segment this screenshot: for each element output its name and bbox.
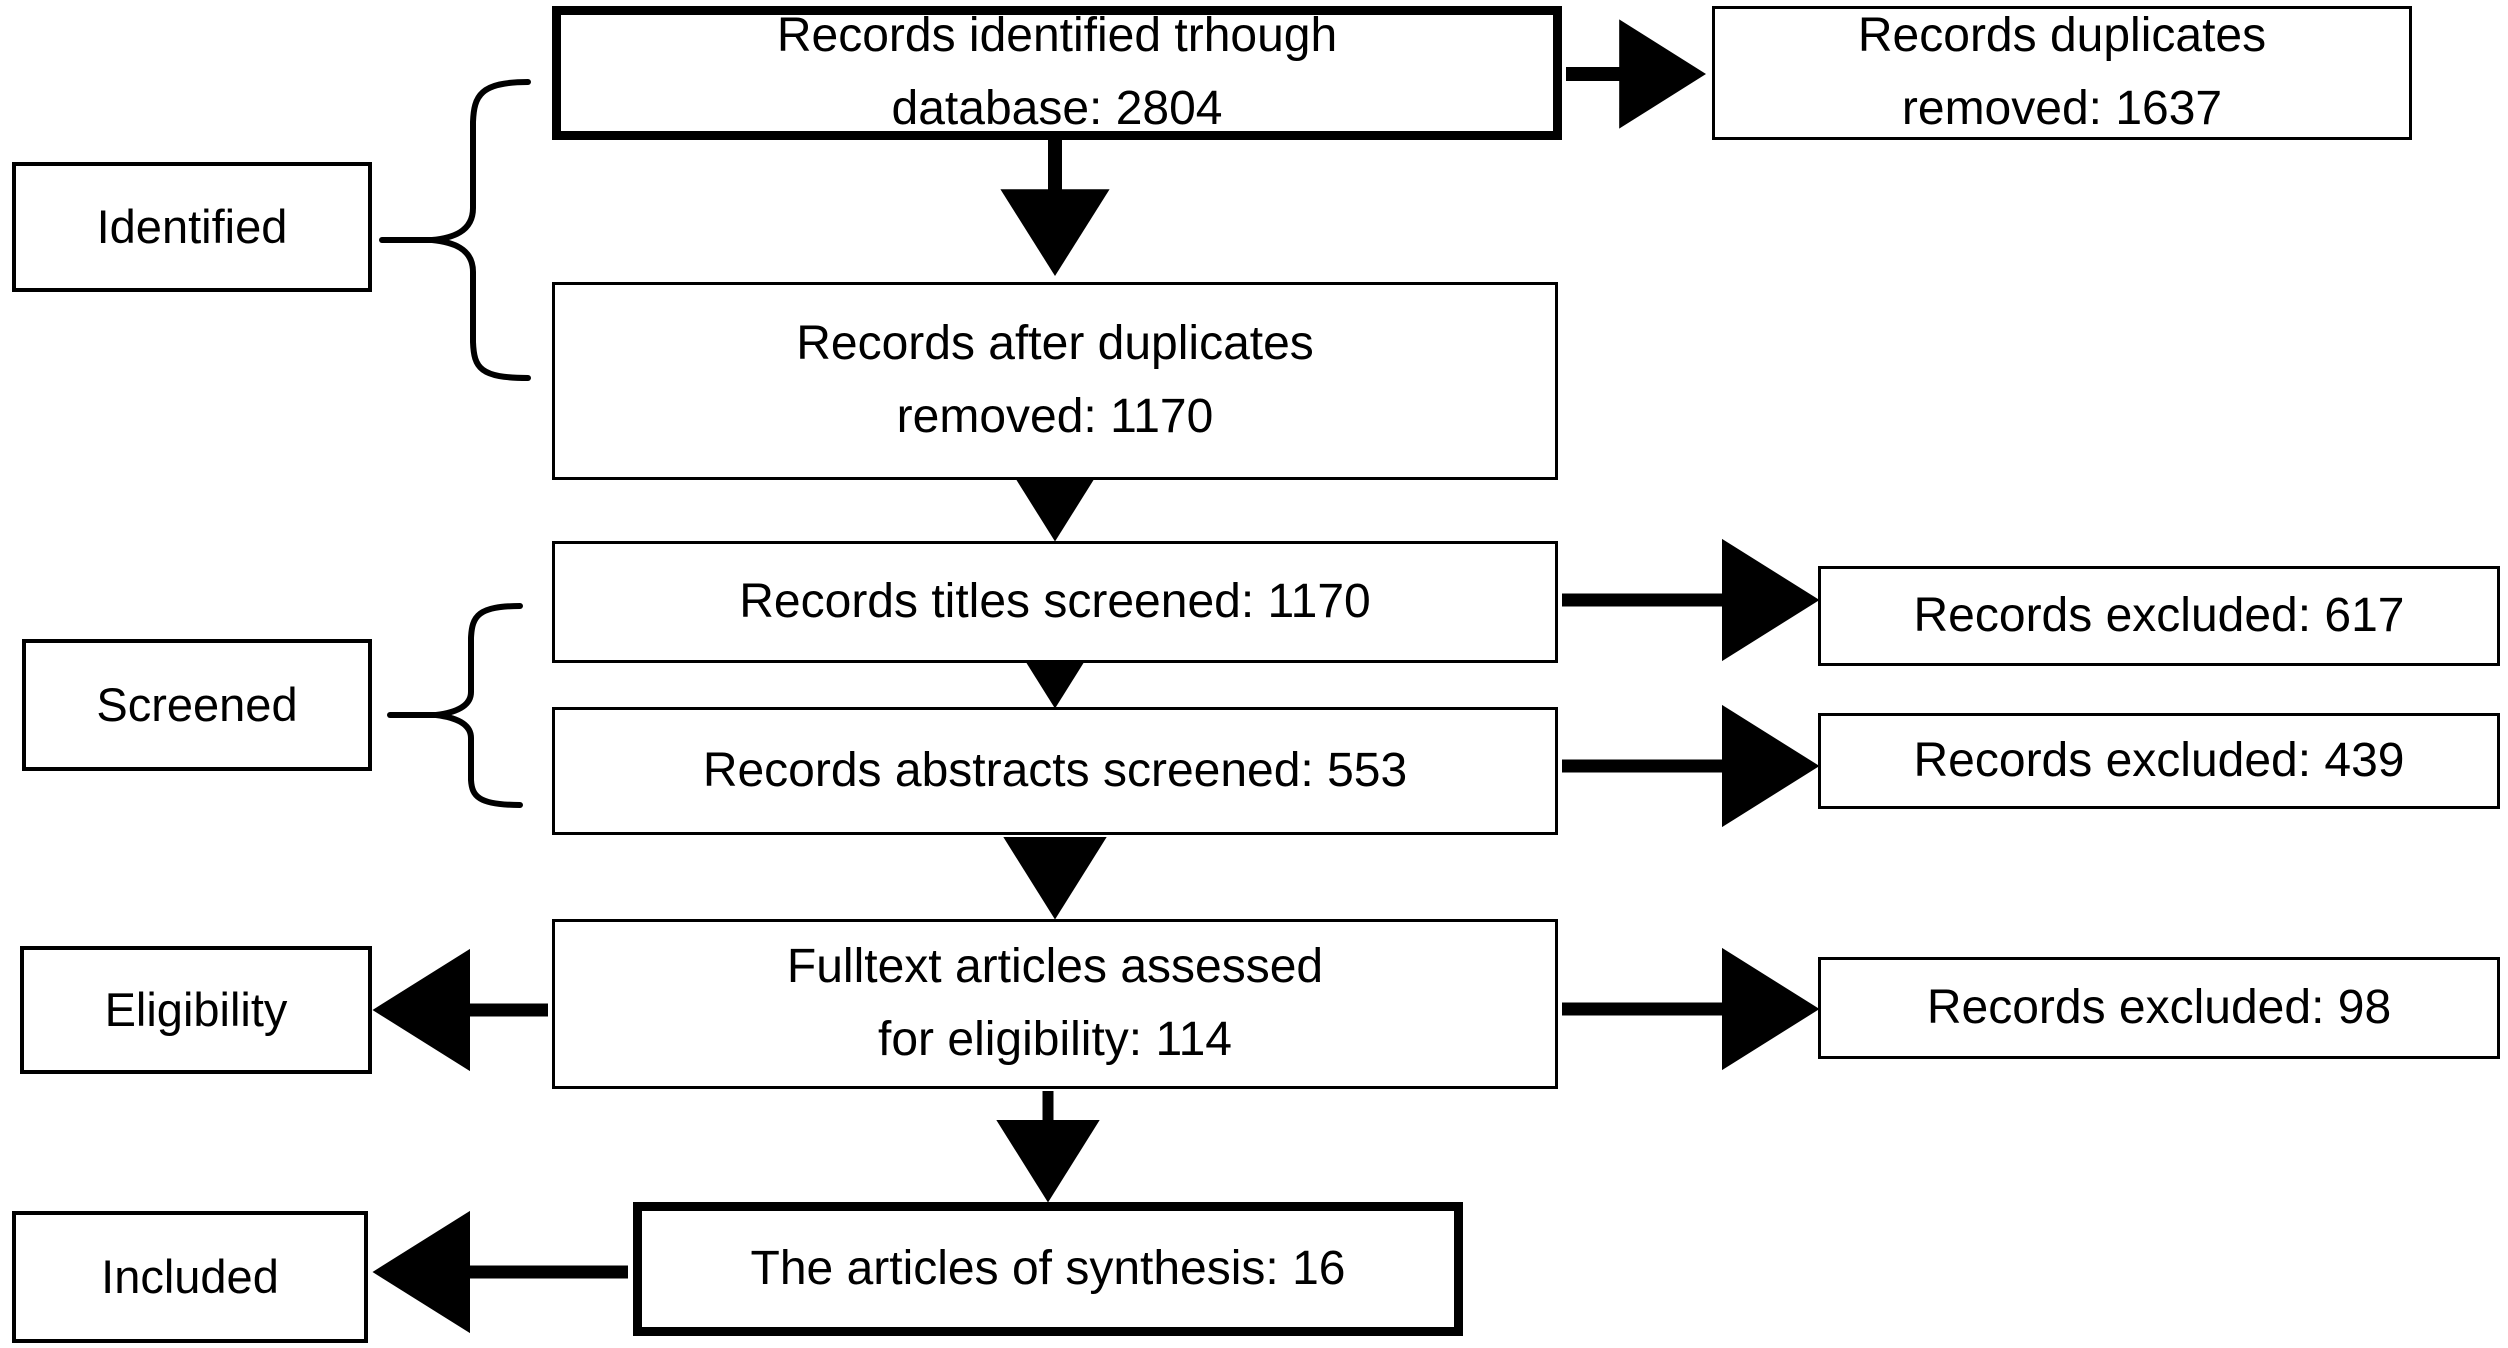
flow-box-records-after-duplicates-removed: Records after duplicates removed: 1170 [552,282,1558,480]
stage-label-screened: Screened [22,639,372,771]
side-box-records-excluded-fulltext: Records excluded: 98 [1818,957,2500,1059]
stage-label-included: Included [12,1211,368,1343]
flow-box-records-abstracts-screened: Records abstracts screened: 553 [552,707,1558,835]
flow-box-records-identified-through-database: Records identified trhough database: 280… [552,6,1562,140]
side-box-records-excluded-abstracts: Records excluded: 439 [1818,713,2500,809]
brace-identified [379,79,531,381]
brace-screened [387,603,523,808]
side-box-records-duplicates-removed: Records duplicates removed: 1637 [1712,6,2412,140]
stage-label-eligibility: Eligibility [20,946,372,1074]
side-box-records-excluded-titles: Records excluded: 617 [1818,566,2500,666]
stage-label-identified: Identified [12,162,372,292]
flow-box-records-titles-screened: Records titles screened: 1170 [552,541,1558,663]
flow-box-fulltext-articles-assessed: Fulltext articles assessed for eligibili… [552,919,1558,1089]
flow-box-articles-of-synthesis: The articles of synthesis: 16 [633,1202,1463,1336]
